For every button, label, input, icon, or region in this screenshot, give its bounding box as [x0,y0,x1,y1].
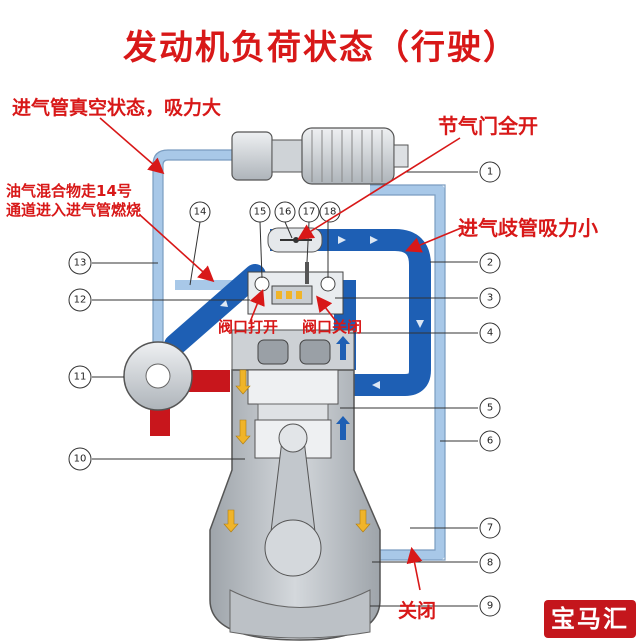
svg-text:4: 4 [487,328,493,339]
label-closed: 关闭 [398,600,437,622]
callout-markers: 1 2 3 4 5 6 7 8 9 10 11 12 13 14 15 16 1… [68,161,501,617]
svg-text:1: 1 [487,167,493,178]
activated-carbon-canister [231,127,409,185]
label-intake-vacuum: 进气管真空状态，吸力大 [12,97,222,119]
callout-4: 4 [479,322,501,344]
leader-lines [92,171,478,607]
purge-solenoid [123,341,230,436]
callout-13: 13 [68,251,92,275]
svg-text:3: 3 [487,293,493,304]
svg-text:8: 8 [487,558,493,569]
callout-11: 11 [68,365,92,389]
callout-15: 15 [249,201,271,223]
callout-2: 2 [479,252,501,274]
svg-text:14: 14 [194,207,207,218]
label-valve-closed: 阀口关闭 [302,318,363,336]
callout-6: 6 [479,430,501,452]
callout-17: 17 [298,201,320,223]
label-fuel-vapor-line1: 油气混合物走14号 [6,182,132,200]
svg-text:17: 17 [303,207,316,218]
label-throttle-full-open: 节气门全开 [438,114,538,138]
svg-text:10: 10 [74,454,87,465]
svg-text:15: 15 [254,207,267,218]
svg-text:9: 9 [487,601,493,612]
engine-block [209,329,381,641]
callout-5: 5 [479,397,501,419]
callout-10: 10 [68,447,92,471]
callout-3: 3 [479,287,501,309]
callout-9: 9 [479,595,501,617]
callout-14: 14 [189,201,211,223]
callout-8: 8 [479,552,501,574]
svg-text:18: 18 [324,207,337,218]
svg-text:12: 12 [74,295,87,306]
site-logo: 宝马汇 [544,600,636,638]
svg-text:11: 11 [74,372,87,383]
callout-7: 7 [479,517,501,539]
svg-text:7: 7 [487,523,493,534]
label-manifold-low-suction: 进气歧管吸力小 [458,216,598,240]
label-valve-open: 阀口打开 [218,318,279,336]
svg-text:6: 6 [487,436,493,447]
svg-text:16: 16 [279,207,292,218]
callout-12: 12 [68,288,92,312]
annotation-arrows [99,117,467,591]
callout-16: 16 [274,201,296,223]
callout-1: 1 [479,161,501,183]
page-title: 发动机负荷状态（行驶） [123,28,519,68]
svg-text:5: 5 [487,403,493,414]
throttle-body [267,227,323,253]
svg-text:2: 2 [487,258,493,269]
svg-text:13: 13 [74,258,87,269]
label-fuel-vapor-line2: 通道进入进气管燃烧 [6,201,142,219]
